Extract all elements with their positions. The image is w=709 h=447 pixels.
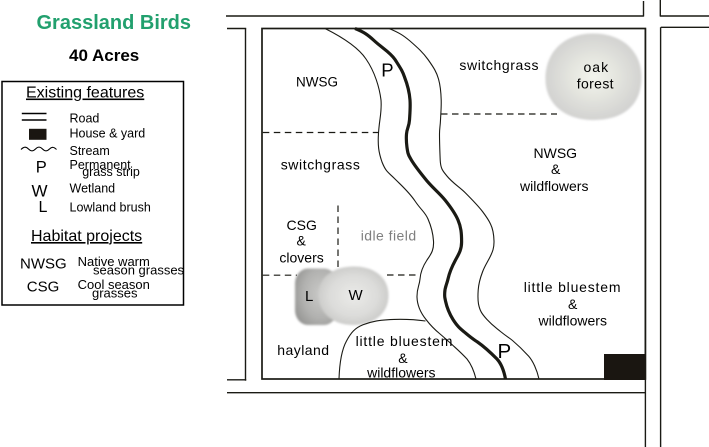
svg-text:little bluestem: little bluestem (524, 279, 622, 295)
svg-text:forest: forest (577, 76, 614, 92)
svg-text:switchgrass: switchgrass (281, 156, 361, 172)
svg-text:wildflowers: wildflowers (538, 312, 607, 328)
svg-text:Existing features: Existing features (26, 85, 144, 102)
svg-text:NWSG: NWSG (20, 256, 67, 273)
svg-text:CSG: CSG (27, 279, 60, 296)
svg-text:P: P (36, 159, 47, 177)
svg-text:Cool season: Cool season (78, 277, 150, 292)
svg-text:CSG: CSG (287, 217, 317, 233)
svg-text:W: W (32, 182, 48, 201)
svg-text:grasses: grasses (92, 286, 138, 301)
svg-text:&: & (568, 296, 578, 312)
svg-text:P: P (381, 60, 393, 81)
svg-text:grass strip: grass strip (82, 165, 140, 179)
svg-text:W: W (349, 287, 364, 304)
svg-text:L: L (305, 288, 313, 305)
svg-text:Grassland Birds: Grassland Birds (37, 12, 192, 34)
svg-text:Native warm: Native warm (78, 254, 150, 269)
svg-text:NWSG: NWSG (534, 145, 578, 161)
svg-text:40 Acres: 40 Acres (69, 46, 139, 65)
svg-text:NWSG: NWSG (296, 75, 338, 90)
svg-text:season grasses: season grasses (93, 263, 185, 278)
svg-text:wildflowers: wildflowers (519, 178, 588, 194)
svg-text:idle field: idle field (361, 228, 417, 244)
svg-text:Stream: Stream (70, 144, 110, 158)
svg-text:clovers: clovers (279, 250, 323, 266)
svg-text:&: & (297, 233, 307, 249)
svg-text:oak: oak (584, 59, 610, 75)
svg-text:L: L (39, 199, 48, 216)
svg-text:&: & (398, 350, 408, 366)
svg-text:House & yard: House & yard (70, 127, 146, 141)
svg-text:hayland: hayland (277, 342, 329, 358)
svg-text:Road: Road (70, 111, 100, 125)
svg-text:switchgrass: switchgrass (459, 57, 539, 73)
svg-text:Habitat projects: Habitat projects (31, 228, 142, 245)
svg-text:Wetland: Wetland (70, 181, 116, 195)
svg-text:&: & (551, 161, 561, 177)
svg-text:Permanent: Permanent (70, 158, 132, 172)
svg-text:wildflowers: wildflowers (366, 365, 435, 381)
svg-text:Lowland brush: Lowland brush (70, 200, 151, 214)
svg-text:P: P (498, 340, 512, 363)
svg-text:little bluestem: little bluestem (356, 333, 454, 349)
